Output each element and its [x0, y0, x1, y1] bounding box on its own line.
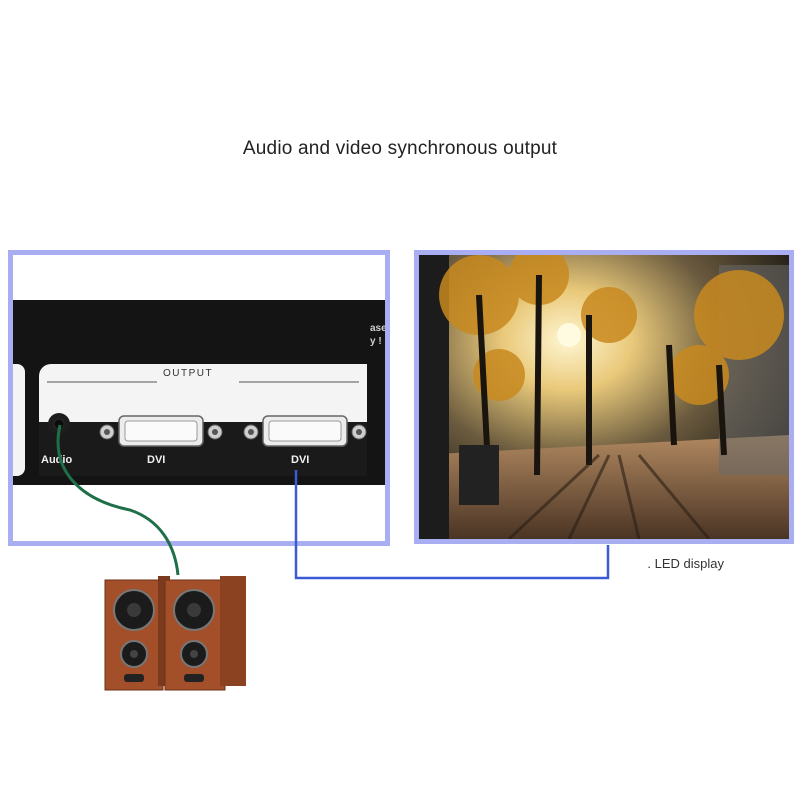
dvi-port-2	[244, 416, 366, 446]
audio-port-label: Audio	[41, 454, 72, 466]
audio-jack	[48, 413, 70, 435]
splitter-device-rear: ase y ! OUTPUT	[13, 300, 390, 485]
dvi-port-label-2: DVI	[291, 454, 309, 466]
page-title: Audio and video synchronous output	[0, 138, 800, 160]
output-panel: OUTPUT	[39, 364, 367, 476]
led-display-image	[419, 255, 789, 539]
speaker-right	[165, 576, 246, 690]
dvi-port-1	[100, 416, 222, 446]
output-panel-ports	[39, 364, 367, 476]
device-rear-panel-frame: ase y ! OUTPUT	[8, 250, 390, 546]
led-display-frame	[414, 250, 794, 544]
led-display-caption: . LED display	[647, 556, 724, 571]
warning-text-cut: ase y !	[370, 322, 387, 348]
speaker-left	[105, 576, 170, 690]
input-panel-edge	[8, 364, 25, 476]
speakers	[100, 570, 260, 700]
dvi-port-label-1: DVI	[147, 454, 165, 466]
